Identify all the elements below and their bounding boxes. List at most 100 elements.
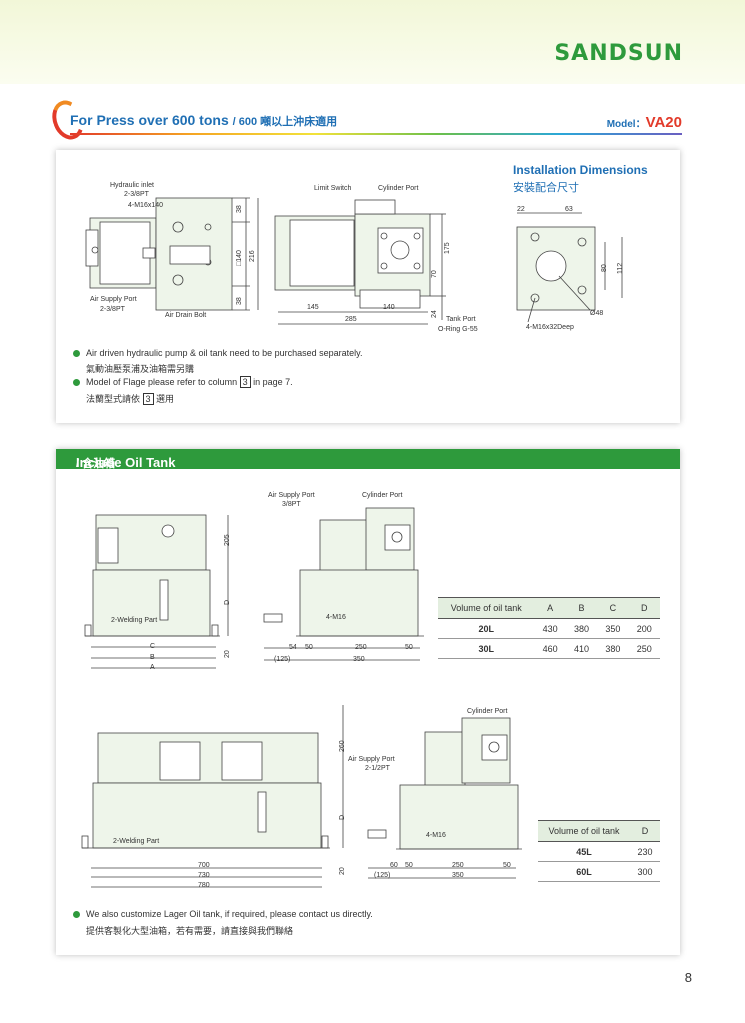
title-sub: / 600 噸以上沖床適用 — [232, 116, 338, 128]
table2-header-row: Volume of oil tank D — [538, 820, 660, 842]
label-air-drain-bolt: Air Drain Bolt — [165, 312, 207, 319]
tank2s-cylinder-port: Cylinder Port — [467, 708, 508, 715]
label-air-supply-port: Air Supply Port — [90, 296, 137, 303]
section-title-zh: / 含油箱 — [76, 458, 116, 470]
tank2-dim-d: D — [339, 814, 346, 820]
install-thread-spec: 4-M16x32Deep — [526, 324, 574, 331]
tank2-dim-780: 780 — [198, 882, 210, 889]
tank1-dim-c: C — [150, 643, 156, 650]
table1-header-row: Volume of oil tank A B C D — [438, 597, 660, 619]
tank1s-m16: 4-M16 — [326, 614, 346, 621]
note-1-en: Air driven hydraulic pump & oil tank nee… — [73, 348, 363, 358]
table-row: 45L 230 — [538, 841, 660, 862]
model-caption: Model： — [606, 119, 646, 130]
note-1-zh: 氣動油壓泵浦及油箱需另購 — [86, 364, 195, 374]
section-header: Include Oil Tank / 含油箱 — [56, 449, 680, 470]
table1-header: B — [565, 597, 598, 619]
tank2-dim-730: 730 — [198, 872, 210, 879]
table-cell: 380 — [565, 618, 598, 639]
tank1-front-drawing — [84, 514, 229, 669]
install-dim-drawing — [516, 212, 623, 323]
table-row: 60L 300 — [538, 861, 660, 882]
table-cell: 30L — [438, 638, 535, 659]
tank2s-dim-250: 250 — [452, 862, 464, 869]
pump-side-drawing — [274, 199, 446, 325]
pump-front-drawing — [85, 197, 259, 311]
oil-tank-table-2: Volume of oil tank D 45L 230 60L 300 — [538, 820, 660, 882]
tank1-dim-20: 20 — [224, 650, 231, 658]
label-tank-port: Tank Port — [446, 316, 476, 323]
oil-tank-table-1: Volume of oil tank A B C D 20L 430 380 3… — [438, 597, 660, 659]
page-title: For Press over 600 tons / 600 噸以上沖床適用 — [70, 112, 337, 129]
table-cell: 380 — [597, 638, 629, 659]
note-2-text-b: in page 7. — [250, 377, 293, 387]
bullet-icon — [73, 379, 80, 387]
page-number: 8 — [684, 970, 692, 985]
dim-285: 285 — [345, 316, 357, 323]
tank2-dim-260: 260 — [339, 740, 346, 752]
header-band — [0, 0, 745, 84]
table-cell: 250 — [628, 638, 660, 659]
bullet-icon — [73, 350, 80, 358]
tank1-welding-part: 2-Welding Part — [111, 617, 158, 624]
note-bottom-zh: 提供客製化大型油箱，若有需要，請直接與我們聯絡 — [86, 926, 294, 936]
label-limit-switch: Limit Switch — [314, 185, 352, 192]
column-ref-box: 3 — [239, 376, 251, 388]
bullet-icon — [73, 911, 80, 919]
table1-header: A — [534, 597, 566, 619]
table-cell: 200 — [628, 618, 660, 639]
tank2-side-drawing — [367, 717, 522, 879]
model-label: Model：VA20 — [607, 114, 682, 131]
tank2s-dim-350: 350 — [452, 872, 464, 879]
tank1-side-drawing — [263, 507, 424, 661]
tank1s-dim-250: 250 — [355, 644, 367, 651]
dim-145: 145 — [307, 304, 319, 311]
note-2-zh: 法蘭型式請依 3 選用 — [86, 392, 174, 405]
table-cell: 60L — [538, 861, 631, 882]
tank1-dim-205: 205 — [224, 534, 231, 546]
note-1-text: Air driven hydraulic pump & oil tank nee… — [86, 348, 363, 358]
dim-140: 140 — [383, 304, 395, 311]
tank1-dim-a: A — [150, 664, 155, 671]
install-dim-48: Ø48 — [590, 310, 604, 317]
tank1s-cylinder-port: Cylinder Port — [362, 492, 403, 499]
table-cell: 45L — [538, 841, 631, 862]
label-hydraulic-inlet-size: 2-3/8PT — [124, 191, 149, 198]
tank1s-dim-350: 350 — [353, 656, 365, 663]
table-cell: 460 — [534, 638, 566, 659]
tank1s-air-supply-size: 3/8PT — [282, 501, 301, 508]
label-hydraulic-inlet: Hydraulic inlet — [110, 182, 154, 189]
tank2-welding-part: 2-Welding Part — [113, 838, 160, 845]
table-cell: 350 — [597, 618, 629, 639]
label-bolt-spec: 4-M16x140 — [128, 202, 164, 209]
table1-header: Volume of oil tank — [438, 597, 535, 619]
tank1s-dim-125: (125) — [274, 656, 291, 663]
tank1s-dim-50a: 50 — [305, 644, 313, 651]
tank2-front-drawing — [81, 705, 344, 888]
table-cell: 430 — [534, 618, 566, 639]
label-o-ring: O-Ring G-55 — [438, 326, 478, 333]
section-title-en: Include Oil Tank — [76, 455, 176, 470]
table-row: 30L 460 410 380 250 — [438, 638, 660, 659]
label-air-supply-size: 2-3/8PT — [100, 306, 125, 313]
tank2s-dim-50a: 50 — [405, 862, 413, 869]
tank2s-m16: 4-M16 — [426, 832, 446, 839]
table2-header: D — [630, 820, 660, 842]
note-bottom-text: We also customize Lager Oil tank, if req… — [86, 909, 373, 919]
tank2s-dim-50b: 50 — [503, 862, 511, 869]
table-cell: 20L — [438, 618, 535, 639]
title-underline — [70, 133, 682, 135]
tank2-dim-700: 700 — [198, 862, 210, 869]
label-cylinder-port: Cylinder Port — [378, 185, 419, 192]
note-2-zh-b: 選用 — [153, 394, 175, 404]
tank1s-air-supply-port: Air Supply Port — [268, 492, 315, 499]
table-cell: 230 — [630, 841, 660, 862]
column-ref-box-zh: 3 — [142, 393, 154, 405]
note-bottom-en: We also customize Lager Oil tank, if req… — [73, 909, 373, 919]
note-2-text-a: Model of Flage please refer to column — [86, 377, 240, 387]
install-dim-22: 22 — [517, 206, 525, 213]
table-cell: 300 — [630, 861, 660, 882]
table-row: 20L 430 380 350 200 — [438, 618, 660, 639]
